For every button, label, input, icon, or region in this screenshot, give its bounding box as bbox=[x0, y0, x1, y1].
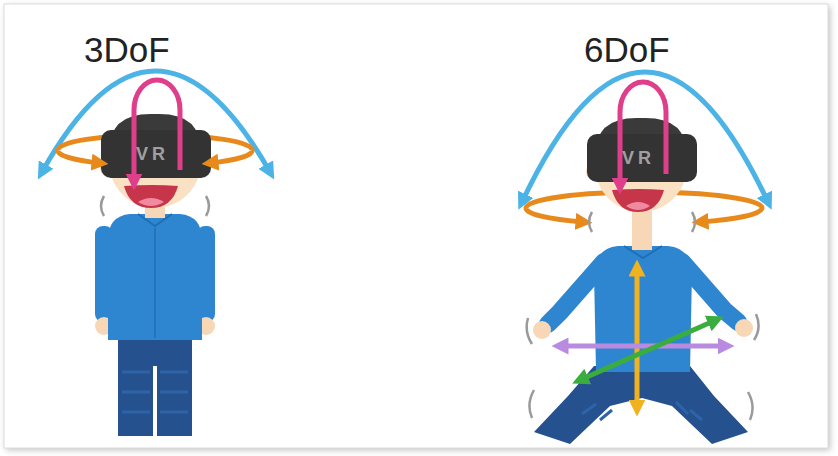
hand bbox=[533, 321, 551, 339]
sway-arrow bbox=[560, 344, 726, 349]
moving-person bbox=[522, 72, 768, 444]
standing-person bbox=[42, 71, 270, 436]
yaw-arrow bbox=[210, 150, 252, 163]
yaw-arrow bbox=[700, 208, 762, 222]
neck bbox=[632, 206, 652, 250]
roll-arrow bbox=[42, 71, 270, 172]
pants bbox=[534, 366, 748, 444]
yaw-arrow bbox=[526, 208, 584, 222]
shirt bbox=[108, 214, 202, 340]
headset-logo: VR bbox=[622, 149, 655, 167]
yaw-arrow bbox=[58, 150, 100, 163]
mouth bbox=[612, 189, 664, 212]
motion-marks bbox=[101, 196, 209, 216]
hand bbox=[735, 319, 753, 337]
shirt-seam bbox=[154, 228, 156, 338]
pitch-arrow bbox=[620, 82, 666, 186]
motion-marks bbox=[527, 212, 759, 420]
tongue bbox=[138, 198, 164, 206]
heave-arrow bbox=[635, 268, 640, 408]
vr-headset bbox=[587, 134, 697, 182]
surge-arrow bbox=[580, 320, 716, 380]
dof-heading: 3DoF bbox=[84, 32, 170, 67]
pitch-arrow bbox=[134, 80, 180, 182]
tongue bbox=[626, 202, 650, 210]
frame bbox=[4, 4, 828, 448]
vr-headset bbox=[101, 130, 211, 178]
pants-stripes bbox=[582, 402, 702, 420]
mouth bbox=[124, 185, 178, 208]
headset-logo: VR bbox=[136, 145, 169, 163]
pants-stripes bbox=[122, 372, 188, 412]
dof-heading: 6DoF bbox=[584, 32, 670, 67]
